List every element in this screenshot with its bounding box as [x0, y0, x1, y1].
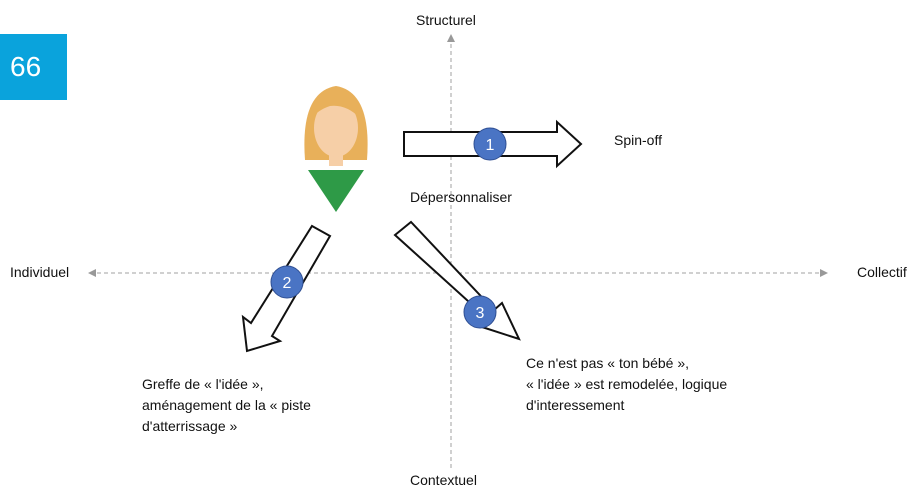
- caption-2-line: d'atterrissage »: [142, 418, 238, 434]
- caption-2: Greffe de « l'idée », aménagement de la …: [142, 374, 311, 437]
- spin-off-label: Spin-off: [614, 132, 662, 148]
- number-2: 2: [283, 275, 292, 292]
- number-circle-1: [473, 127, 507, 161]
- center-label: Dépersonnaliser: [410, 189, 512, 205]
- number-1: 1: [486, 137, 495, 154]
- number-circle-2: [270, 265, 304, 299]
- axis-label-right: Collectif: [857, 264, 907, 280]
- axis-label-top: Structurel: [416, 12, 476, 28]
- caption-3-line: d'interessement: [526, 397, 625, 413]
- number-circle-3: [463, 295, 497, 329]
- number-3: 3: [476, 305, 485, 322]
- arrow-3: [393, 220, 521, 341]
- axis-label-bottom: Contextuel: [410, 472, 477, 488]
- caption-3-line: Ce n'est pas « ton bébé »,: [526, 355, 690, 371]
- caption-3-line: « l'idée » est remodelée, logique: [526, 376, 728, 392]
- caption-2-line: Greffe de « l'idée »,: [142, 376, 264, 392]
- page-number-badge: 66: [0, 34, 67, 100]
- axis-label-left: Individuel: [10, 264, 70, 280]
- person-avatar-icon: [304, 86, 368, 212]
- caption-2-line: aménagement de la « piste: [142, 397, 311, 413]
- caption-3: Ce n'est pas « ton bébé », « l'idée » es…: [526, 353, 727, 416]
